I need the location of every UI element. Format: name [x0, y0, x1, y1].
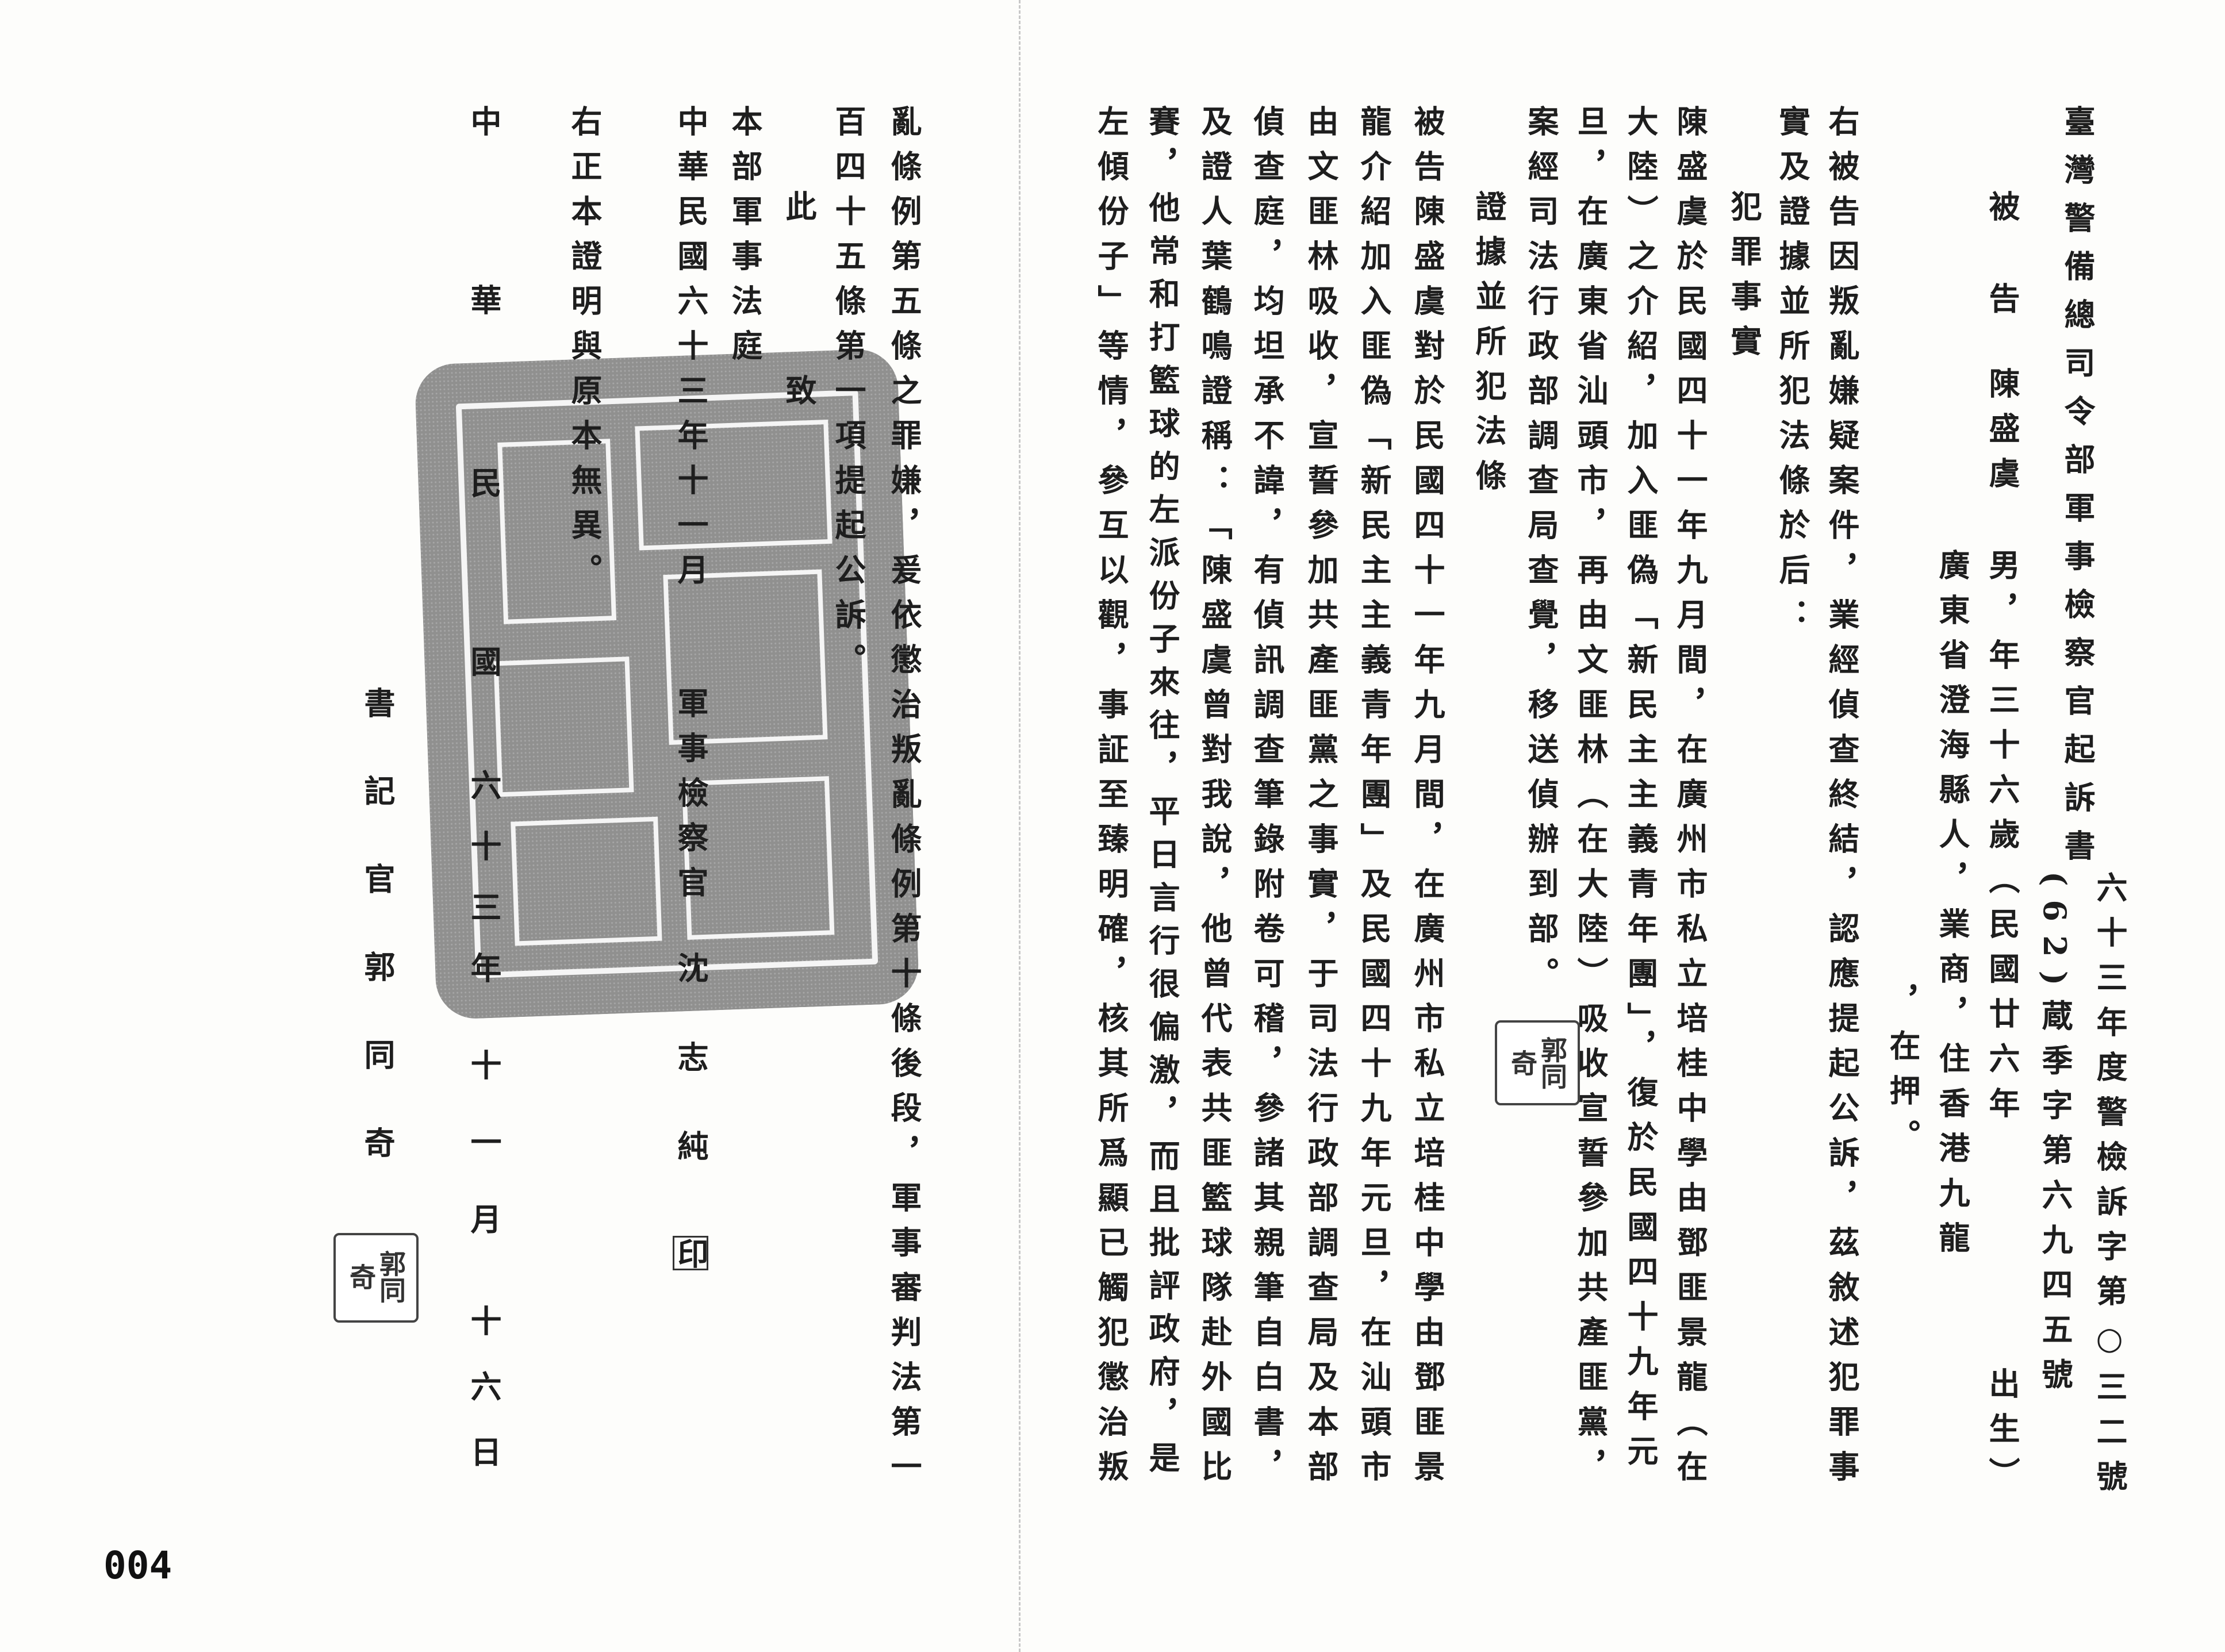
salutation: 此 致: [780, 190, 817, 466]
certification-statement: 右正本證明與原本無異。: [566, 105, 603, 598]
prosecutor-title: 軍事檢察官: [672, 687, 709, 911]
cert-date-part: 國: [465, 646, 502, 690]
page-fold: [1019, 0, 1021, 1652]
defendant-label-2: 告: [1984, 282, 2020, 327]
clerk-seal-text: 郭同奇: [346, 1250, 406, 1303]
facts-line: 案經司法行政部調查局查覺，移送偵辦到部。: [1522, 105, 1559, 1002]
facts-line: 陳盛虞於民國四十一年九月間，在廣州市私立培桂中學由鄧匪景龍（在: [1671, 105, 1708, 1495]
evidence-line: 偵查庭，均坦承不諱，有偵訊調查筆錄附卷可稽，參諸其親筆自白書，: [1248, 105, 1285, 1495]
facts-heading: 犯罪事實: [1725, 190, 1762, 370]
evidence-line: 由文匪林吸收，宣誓參加共產匪黨之事實，于司法行政部調查局及本部: [1302, 105, 1339, 1495]
evidence-line: 賽，他常和打籃球的左派份子來往，平日言行很偏激，而且批評政府，是: [1144, 105, 1180, 1485]
defendant-origin: 廣東省澄海縣人，業商，住香港九龍: [1934, 549, 1970, 1266]
page-number: 004: [103, 1543, 172, 1588]
evidence-line: 龍介紹加入匪偽「新民主主義青年團」及民國四十九年元旦，在汕頭市: [1355, 105, 1392, 1495]
defendant-label-1: 被: [1984, 190, 2020, 235]
evidence-line: 左傾份子」等情，參互以觀，事証至臻明確，核其所爲顯已觸犯懲治叛: [1092, 105, 1129, 1495]
cert-date-part: 十一月: [465, 1049, 502, 1280]
evidence-line: 被告陳盛虞對於民國四十一年九月間，在廣州市私立培桂中學由鄧匪景: [1409, 105, 1445, 1495]
cert-date-part: 中: [465, 105, 502, 150]
defendant-details: 男，年三十六歲（民國廿六年: [1984, 549, 2020, 1132]
internal-number: (62)蔵季字第六九四五號: [2036, 871, 2073, 1403]
facts-line: 旦，在廣東省汕頭市，再由文匪林（在大陸）吸收宣誓參加共產匪黨，: [1572, 105, 1609, 1495]
defendant-name: 陳盛虞: [1984, 367, 2020, 502]
intro-line: 右被告因叛亂嫌疑案件，業經偵查終結，認應提起公訴，茲敘述犯罪事: [1823, 105, 1860, 1495]
facts-line: 大陸）之介紹，加入匪偽「新民主主義青年團」，復於民國四十九年元: [1622, 105, 1659, 1480]
cert-date-part: 十六日: [465, 1305, 502, 1501]
evidence-heading: 證據並所犯法條: [1470, 190, 1507, 504]
evidence-line: 亂條例第五條之罪嫌，爰依懲治叛亂條例第十條後段，軍事審判法第一: [885, 105, 922, 1495]
document-title: 臺灣警備總司令部軍事檢察官起訴書: [2059, 105, 2096, 878]
evidence-line: 及證人葉鶴鳴證稱：「陳盛虞曾對我說，他曾代表共匪籃球隊赴外國比: [1196, 105, 1233, 1495]
evidence-line: 百四十五條第一項提起公訴。: [830, 105, 866, 688]
prosecutor-seal-mark: 印: [672, 1236, 709, 1270]
prosecutor-name: 沈志純: [672, 952, 709, 1219]
margin-seal-text: 郭同奇: [1507, 1036, 1568, 1089]
defendant-birth-suffix: 出生）: [1984, 1367, 2020, 1502]
recipient: 本部軍事法庭: [726, 105, 763, 374]
clerk-seal: 郭同奇: [333, 1233, 419, 1323]
margin-seal: 郭同奇: [1495, 1020, 1580, 1105]
defendant-custody: ，在押。: [1884, 985, 1921, 1164]
cert-date-part: 華: [465, 284, 502, 329]
cert-date-part: 六十三年: [465, 769, 502, 1013]
indictment-date: 中華民國六十三年十一月: [672, 105, 709, 598]
intro-line: 實及證據並所犯法條於后：: [1774, 105, 1810, 643]
cert-date-part: 民: [465, 467, 502, 512]
clerk-signature: 書記官郭同奇: [359, 687, 396, 1215]
case-number: 六十三年度警檢訴字第○三二號: [2091, 871, 2128, 1505]
